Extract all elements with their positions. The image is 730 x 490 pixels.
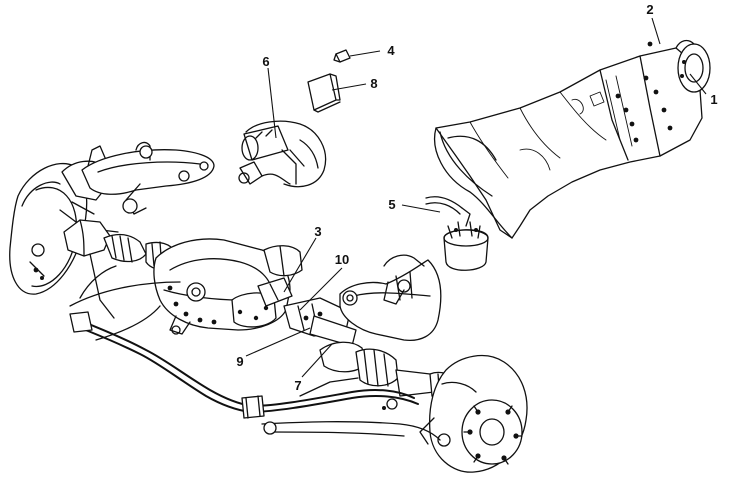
leader-lines [245,17,707,378]
right-hub-assembly [419,354,528,473]
callout-1: 1 [710,92,717,107]
callout-3: 3 [314,224,321,239]
transmission-assembly [434,39,711,239]
small-switch [333,49,351,63]
callout-5: 5 [388,197,395,212]
front-differential [153,238,303,335]
vacuum-solenoid [425,196,489,271]
callout-9: 9 [236,354,243,369]
vacuum-actuator-area [238,120,327,188]
callout-6: 6 [262,54,269,69]
lower-control-arms [69,253,441,441]
callout-8: 8 [370,76,377,91]
callout-10: 10 [335,252,349,267]
callout-2: 2 [646,2,653,17]
callout-labels: 1 2 3 4 5 6 7 8 9 10 [236,2,717,393]
control-module [307,73,341,113]
right-upper-control-arm [339,254,442,342]
callout-7: 7 [294,378,301,393]
left-upper-control-arm [81,141,215,215]
callout-4: 4 [387,43,395,58]
stabilizer-bar [69,311,419,419]
